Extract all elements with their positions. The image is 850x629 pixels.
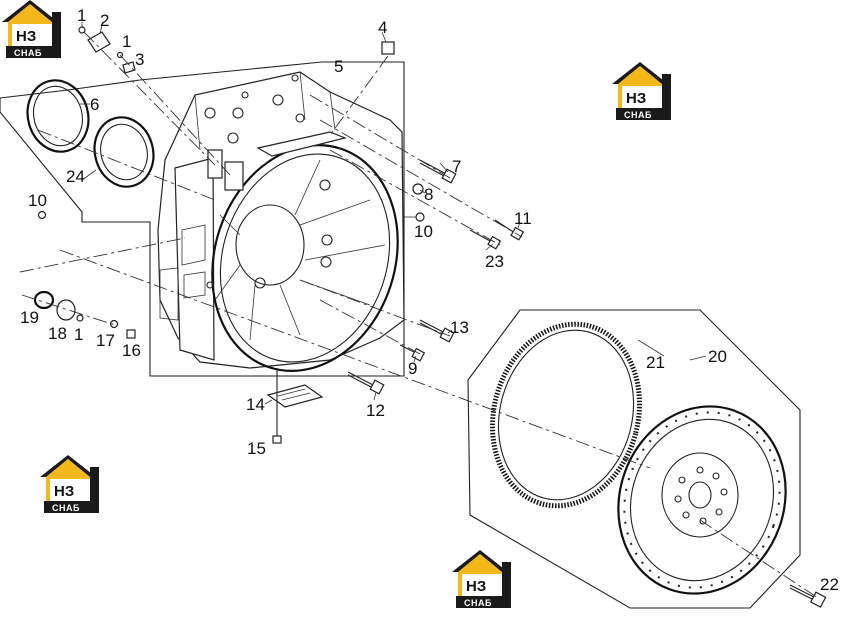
callout-9: 9 xyxy=(408,359,417,378)
svg-text:НЗ: НЗ xyxy=(466,578,486,595)
callout-21: 21 xyxy=(646,353,665,372)
bolt-12 xyxy=(347,371,385,395)
callout-6: 6 xyxy=(90,95,99,114)
callout-11: 11 xyxy=(514,209,532,228)
callout-10a: 10 xyxy=(28,191,47,210)
cover-18 xyxy=(56,299,76,321)
callout-7: 7 xyxy=(452,157,461,176)
plug-16 xyxy=(126,329,136,339)
plug-2 xyxy=(87,31,111,53)
callout-20: 20 xyxy=(708,347,727,366)
bolt-13 xyxy=(419,319,455,343)
callout-1c: 1 xyxy=(74,325,83,344)
seal-6 xyxy=(26,79,90,153)
callout-2: 2 xyxy=(100,11,109,30)
oring-19 xyxy=(33,290,55,310)
watermark-logo-top-left: НЗ СНАБ xyxy=(2,0,61,58)
washer-10-right xyxy=(415,212,425,222)
watermark-logo-bottom-left: НЗ СНАБ xyxy=(40,455,99,513)
flywheel-housing xyxy=(157,71,405,372)
callout-17: 17 xyxy=(96,331,115,350)
callout-13: 13 xyxy=(450,318,469,337)
callout-10b: 10 xyxy=(414,222,433,241)
flywheel-group-boundary xyxy=(467,309,801,609)
watermark-logo-bottom-center: НЗ СНАБ xyxy=(452,550,511,608)
callout-23: 23 xyxy=(485,252,504,271)
callout-1a: 1 xyxy=(77,6,86,25)
svg-text:СНАБ: СНАБ xyxy=(52,503,80,513)
svg-text:СНАБ: СНАБ xyxy=(464,598,492,608)
washer-8 xyxy=(412,183,424,195)
ring-gear-21 xyxy=(489,321,643,509)
callout-1b: 1 xyxy=(122,32,131,51)
callout-3: 3 xyxy=(135,50,144,69)
svg-text:НЗ: НЗ xyxy=(54,483,74,500)
bolt-1-lower xyxy=(76,314,84,322)
callout-24: 24 xyxy=(66,167,85,186)
seal-24 xyxy=(93,116,155,188)
callout-4: 4 xyxy=(378,18,387,37)
callout-12: 12 xyxy=(366,401,385,420)
callout-19: 19 xyxy=(20,308,39,327)
plug-4 xyxy=(329,41,395,136)
callout-22: 22 xyxy=(820,575,839,594)
watermark-logo-top-right: НЗ СНАБ xyxy=(612,62,671,120)
svg-text:СНАБ: СНАБ xyxy=(624,110,652,120)
svg-text:СНАБ: СНАБ xyxy=(14,48,42,58)
callout-14: 14 xyxy=(246,395,265,414)
callout-18: 18 xyxy=(48,324,67,343)
callout-5: 5 xyxy=(334,57,343,76)
bolt-23 xyxy=(469,229,502,250)
flywheel-20 xyxy=(617,405,787,595)
callout-8: 8 xyxy=(424,185,433,204)
svg-text:НЗ: НЗ xyxy=(16,28,36,45)
bolt-15 xyxy=(272,368,282,444)
svg-text:НЗ: НЗ xyxy=(626,90,646,107)
washer-10-left xyxy=(37,210,47,220)
callout-15: 15 xyxy=(247,439,266,458)
callout-16: 16 xyxy=(122,341,141,360)
bolt-11 xyxy=(494,219,525,241)
cover-plate-14 xyxy=(266,384,324,408)
